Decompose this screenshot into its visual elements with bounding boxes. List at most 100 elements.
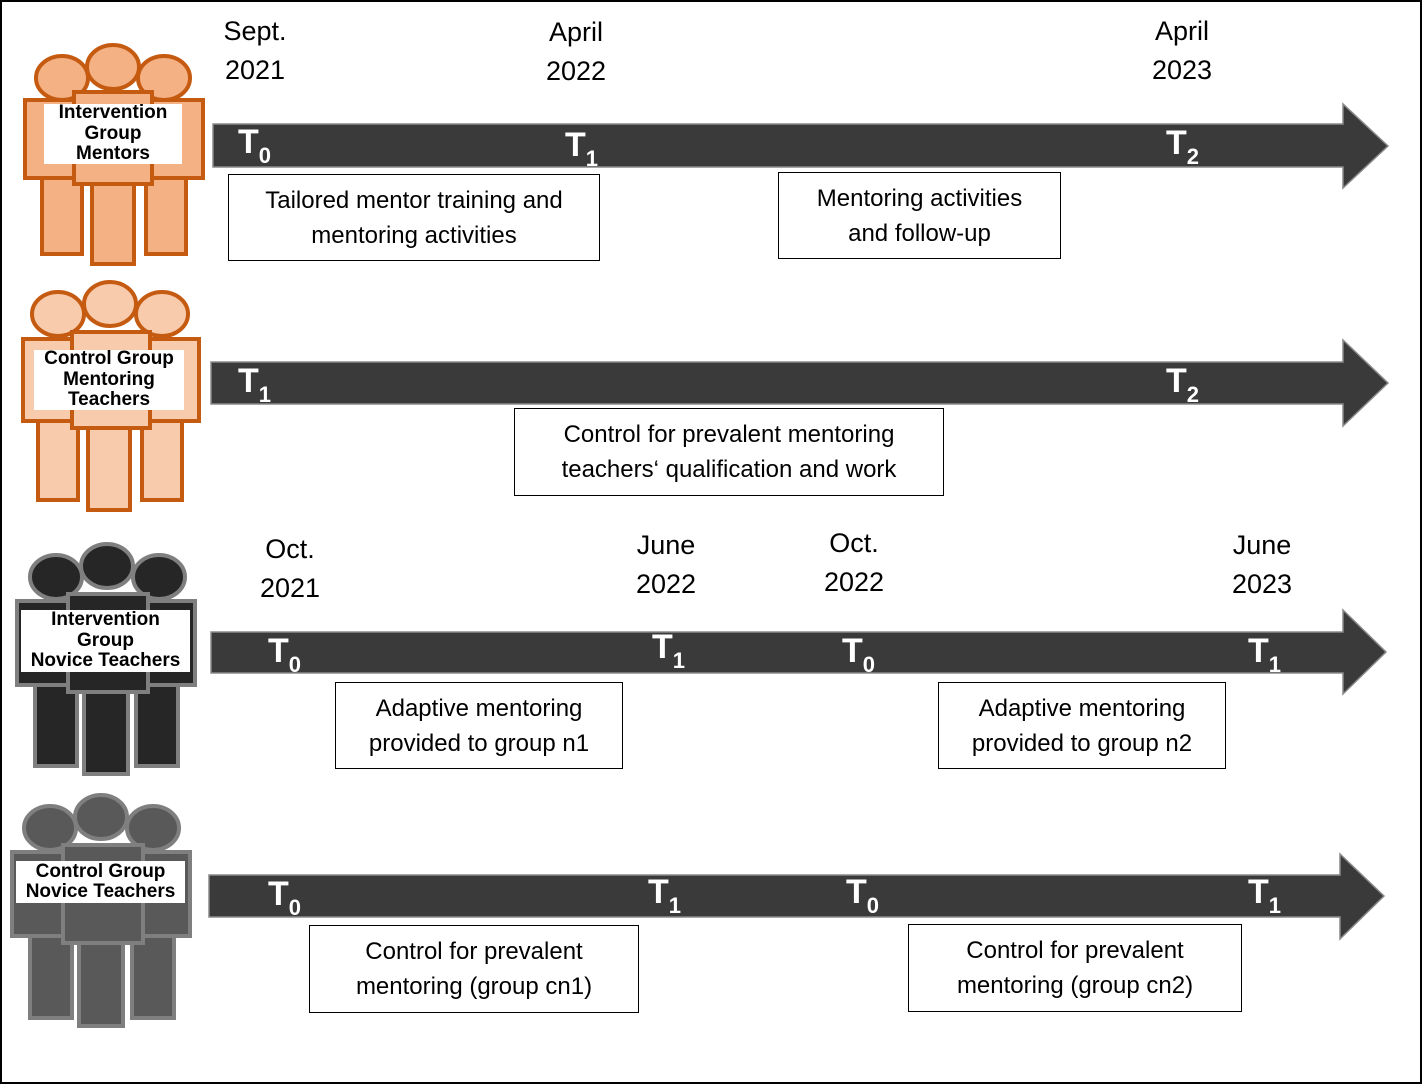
timepoint-index: 0 [866, 893, 880, 918]
group-label-line: Novice Teachers [25, 881, 176, 902]
group-label-intervention-novices: Intervention Group Novice Teachers [21, 610, 190, 672]
timepoint-index: 1 [668, 893, 682, 918]
date-year: 2023 [1151, 55, 1213, 85]
timepoint-marker: T1 [238, 362, 271, 406]
timepoint-letter: T [1166, 124, 1187, 162]
timepoint-index: 2 [1186, 144, 1200, 169]
date-label: June 2022 [591, 526, 741, 604]
timepoint-index: 1 [258, 382, 272, 407]
timepoint-marker: T1 [565, 126, 598, 170]
note-line: provided to group n1 [368, 729, 590, 757]
date-month: June [1232, 530, 1292, 560]
timepoint-index: 2 [1186, 382, 1200, 407]
timepoint-letter: T [1248, 632, 1269, 670]
timepoint-marker: T1 [652, 628, 685, 672]
note-line: Control for prevalent mentoring [563, 421, 895, 448]
timepoint-letter: T [1166, 362, 1187, 400]
note-line: teachers‘ qualification and work [561, 456, 897, 483]
timepoint-letter: T [648, 873, 669, 911]
date-year: 2022 [545, 56, 607, 86]
date-label: June 2023 [1187, 526, 1337, 604]
timepoint-marker: T0 [268, 875, 301, 919]
group-label-intervention-mentors: Intervention Group Mentors [44, 102, 182, 165]
timepoint-index: 0 [862, 652, 876, 677]
date-year: 2022 [823, 567, 885, 597]
note-line: Tailored mentor training and [265, 186, 563, 214]
timepoint-letter: T [565, 126, 586, 164]
note-line: Control for prevalent [966, 937, 1184, 964]
note-line: mentoring (group cn1) [355, 973, 593, 1000]
note-line: and follow-up [848, 219, 991, 247]
activity-note: Tailored mentor training and mentoring a… [228, 174, 600, 261]
timepoint-marker: T0 [238, 123, 271, 167]
group-label-line: Group [77, 629, 134, 651]
group-label-line: Group [84, 122, 142, 144]
date-month: April [1154, 16, 1209, 46]
group-label-line: Teachers [67, 389, 151, 411]
group-label-line: Novice Teachers [30, 650, 181, 672]
group-label-line: Mentoring [63, 368, 155, 390]
timepoint-marker: T2 [1166, 124, 1199, 168]
note-line: mentoring (group cn2) [956, 972, 1194, 999]
timepoint-index: 1 [1268, 652, 1282, 677]
timepoint-letter: T [268, 875, 289, 913]
date-year: 2021 [259, 573, 321, 603]
group-label-control-novices: Control Group Novice Teachers [16, 861, 185, 903]
timepoint-marker: T0 [846, 873, 879, 917]
group-label-line: Intervention [51, 609, 160, 631]
date-label: April 2023 [1107, 12, 1257, 90]
activity-note: Adaptive mentoring provided to group n2 [938, 682, 1226, 769]
group-label-line: Intervention [58, 102, 168, 124]
timepoint-marker: T1 [648, 873, 681, 917]
date-label: Oct. 2022 [779, 524, 929, 602]
date-month: Sept. [223, 16, 287, 46]
timepoint-marker: T2 [1166, 362, 1199, 406]
timeline-arrow-1 [212, 102, 1390, 190]
date-year: 2023 [1231, 569, 1293, 599]
note-line: Adaptive mentoring [978, 694, 1186, 722]
timepoint-index: 1 [1268, 893, 1282, 918]
people-group-icon-novices-control [10, 793, 192, 1028]
activity-note: Control for prevalent mentoring (group c… [309, 925, 639, 1013]
group-label-line: Control Group [35, 860, 166, 882]
timepoint-marker: T1 [1248, 632, 1281, 676]
date-month: April [548, 17, 603, 47]
date-label: Sept. 2021 [180, 12, 330, 90]
timepoint-letter: T [652, 628, 673, 666]
note-line: mentoring activities [311, 221, 517, 249]
timepoint-letter: T [846, 873, 867, 911]
timepoint-index: 0 [258, 143, 272, 168]
group-label-line: Mentors [76, 143, 150, 165]
date-month: Oct. [829, 528, 879, 558]
group-label-line: Control Group [44, 348, 174, 370]
timeline-arrow-3 [210, 608, 1388, 696]
date-label: Oct. 2021 [215, 530, 365, 608]
timepoint-index: 1 [672, 648, 686, 673]
activity-note: Control for prevalent mentoring (group c… [908, 924, 1242, 1012]
group-label-control-mentors: Control Group Mentoring Teachers [34, 348, 184, 411]
activity-note: Control for prevalent mentoring teachers… [514, 408, 944, 496]
timepoint-letter: T [238, 123, 259, 161]
date-label: April 2022 [501, 13, 651, 91]
timeline-arrow-4 [208, 852, 1386, 941]
timepoint-letter: T [238, 362, 259, 400]
timepoint-letter: T [842, 632, 863, 670]
date-month: June [636, 530, 696, 560]
activity-note: Mentoring activities and follow-up [778, 172, 1061, 259]
activity-note: Adaptive mentoring provided to group n1 [335, 682, 623, 769]
date-year: 2022 [635, 569, 697, 599]
date-month: Oct. [265, 534, 315, 564]
timepoint-index: 0 [288, 652, 302, 677]
note-line: provided to group n2 [971, 729, 1193, 757]
timepoint-marker: T0 [842, 632, 875, 676]
note-line: Control for prevalent [365, 938, 583, 965]
timepoint-marker: T1 [1248, 875, 1281, 917]
timepoint-marker: T0 [268, 632, 301, 676]
timepoint-index: 0 [288, 895, 302, 920]
timeline-arrow-2 [210, 338, 1390, 428]
timepoint-index: 1 [585, 146, 599, 171]
note-line: Adaptive mentoring [375, 694, 583, 722]
date-year: 2021 [224, 55, 286, 85]
timepoint-letter: T [268, 632, 289, 670]
note-line: Mentoring activities [816, 184, 1023, 212]
